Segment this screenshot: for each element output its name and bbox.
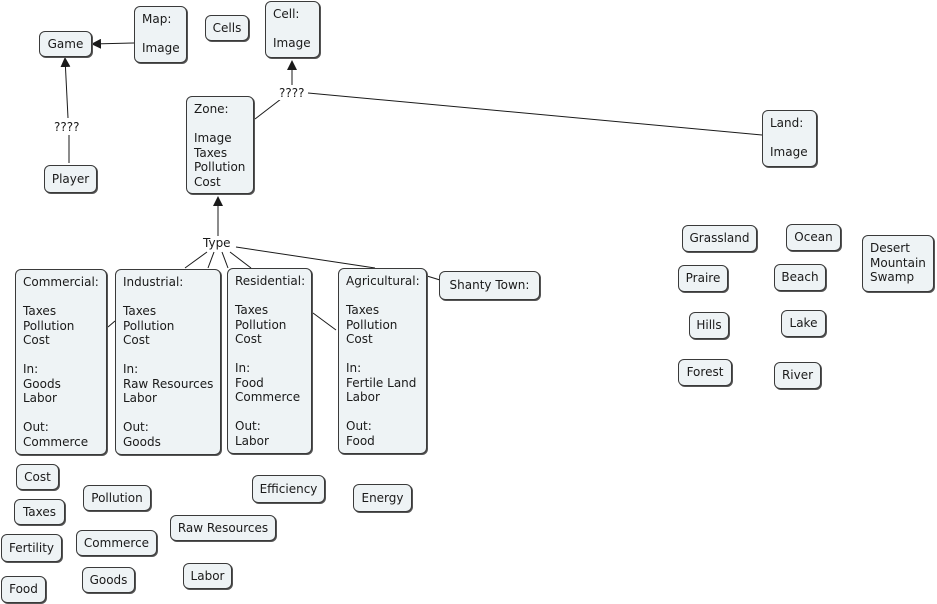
node-grassland[interactable]: Grassland	[682, 225, 757, 252]
node-fertility[interactable]: Fertility	[1, 534, 62, 562]
node-labor[interactable]: Labor	[183, 563, 232, 589]
link-label-type: Type	[202, 236, 232, 250]
node-forest[interactable]: Forest	[678, 359, 732, 386]
edge-commercial-type	[184, 251, 208, 269]
node-game[interactable]: Game	[39, 31, 92, 57]
node-efficiency[interactable]: Efficiency	[252, 475, 325, 503]
edge-commercial-industrial	[107, 320, 116, 328]
node-industrial[interactable]: Industrial: Taxes Pollution Cost In: Raw…	[115, 269, 221, 455]
link-label-player-game: ????	[53, 120, 81, 134]
edge-agricultural-shanty	[426, 275, 441, 281]
node-beach[interactable]: Beach	[774, 264, 826, 291]
node-player[interactable]: Player	[44, 165, 97, 193]
node-energy[interactable]: Energy	[353, 484, 412, 512]
node-goods[interactable]: Goods	[82, 567, 135, 593]
edge-zone-link	[254, 98, 282, 120]
node-hills[interactable]: Hills	[689, 312, 729, 339]
edge-residential-type	[221, 251, 229, 269]
node-land[interactable]: Land: Image	[762, 110, 817, 167]
node-desert-mountain-swamp[interactable]: Desert Mountain Swamp	[862, 235, 934, 292]
node-pollution[interactable]: Pollution	[83, 485, 151, 511]
edge-residential-agricultural	[312, 312, 337, 331]
node-cell[interactable]: Cell: Image	[265, 1, 320, 58]
node-shanty-town[interactable]: Shanty Town:	[439, 271, 540, 300]
edge-industrial-type	[207, 251, 215, 269]
node-lake[interactable]: Lake	[781, 310, 826, 337]
node-ocean[interactable]: Ocean	[786, 224, 841, 251]
node-food[interactable]: Food	[1, 576, 46, 603]
node-zone[interactable]: Zone: Image Taxes Pollution Cost	[186, 96, 254, 194]
node-residential[interactable]: Residential: Taxes Pollution Cost In: Fo…	[227, 268, 312, 454]
node-cells[interactable]: Cells	[205, 15, 249, 41]
node-commercial[interactable]: Commercial: Taxes Pollution Cost In: Goo…	[15, 269, 107, 455]
edge-agricultural-type	[235, 246, 376, 269]
edge-map-game	[91, 38, 135, 49]
edge-link-game	[60, 57, 71, 119]
node-taxes[interactable]: Taxes	[14, 499, 65, 525]
edge-residential2-type	[229, 251, 252, 269]
node-cost[interactable]: Cost	[16, 464, 59, 490]
node-raw-resources[interactable]: Raw Resources	[170, 515, 276, 541]
node-river[interactable]: River	[774, 362, 821, 389]
node-agricultural[interactable]: Agricultural: Taxes Pollution Cost In: F…	[338, 268, 427, 454]
node-commerce[interactable]: Commerce	[76, 530, 157, 556]
node-praire[interactable]: Praire	[678, 265, 728, 292]
link-label-zone-cell: ????	[278, 86, 306, 100]
node-map[interactable]: Map: Image	[134, 6, 187, 63]
edge-land-link	[307, 92, 763, 136]
